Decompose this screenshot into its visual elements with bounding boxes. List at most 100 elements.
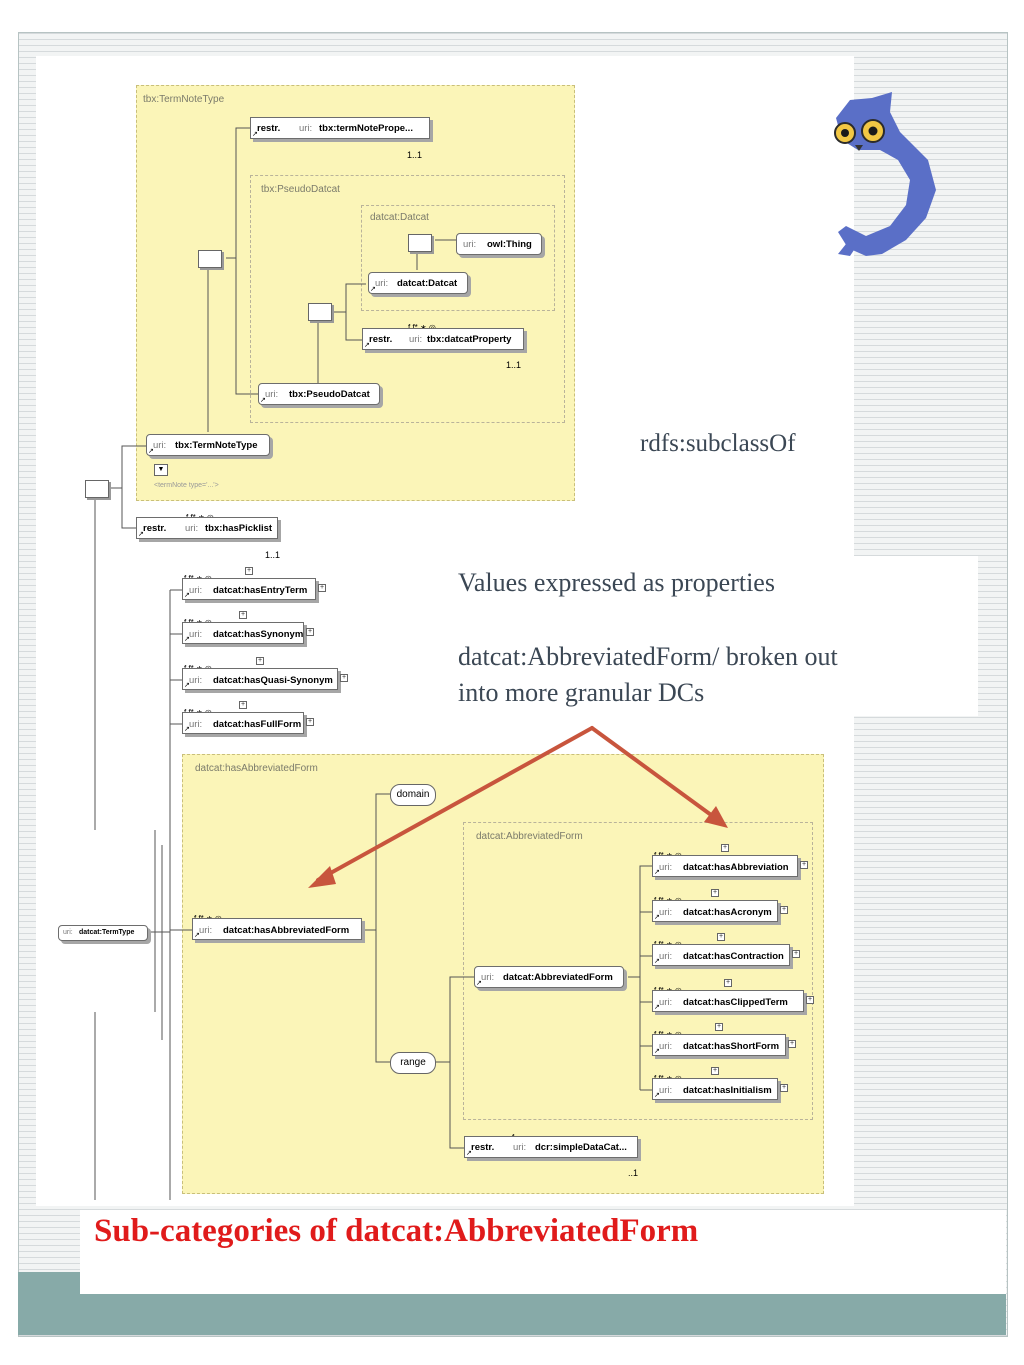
node-name: datcat:hasFullForm xyxy=(213,719,302,730)
node-abbreviated-form[interactable]: uri: datcat:AbbreviatedForm ↗ xyxy=(474,966,624,988)
group-label: datcat:AbbreviatedForm xyxy=(476,831,583,842)
link-arrow-icon: ↗ xyxy=(654,869,660,876)
domain-node[interactable]: domain xyxy=(390,784,436,806)
link-arrow-icon: ↗ xyxy=(364,342,370,349)
node-datcat[interactable]: uri: datcat:Datcat ↗ xyxy=(368,272,468,294)
uri-label: uri: xyxy=(659,862,673,873)
node-property[interactable]: uri:datcat:hasQuasi-Synonym↗ xyxy=(182,668,338,690)
node-name: datcat:hasInitialism xyxy=(683,1085,772,1096)
expand-icon[interactable]: + xyxy=(318,584,326,592)
uri-label: uri: xyxy=(375,278,389,289)
expand-icon[interactable]: ▼ xyxy=(154,464,168,476)
uri-label: uri: xyxy=(189,675,203,686)
expand-icon[interactable]: + xyxy=(780,906,788,914)
node-property[interactable]: uri:datcat:hasContraction↗ xyxy=(652,944,790,966)
expand-icon[interactable]: + xyxy=(717,933,725,941)
uri-label: uri: xyxy=(409,334,423,345)
group-label: tbx:PseudoDatcat xyxy=(261,184,340,195)
expand-icon[interactable]: + xyxy=(792,950,800,958)
node-name: datcat:hasShortForm xyxy=(683,1041,780,1052)
link-arrow-icon: ↗ xyxy=(654,1092,660,1099)
link-arrow-icon: ↗ xyxy=(184,636,190,643)
group-label: datcat:hasAbbreviatedForm xyxy=(195,763,318,774)
node-owl-thing[interactable]: uri: owl:Thing xyxy=(456,233,542,255)
expand-icon[interactable]: + xyxy=(245,567,253,575)
link-arrow-icon: ↗ xyxy=(194,932,200,939)
subclass-note: rdfs:subclassOf xyxy=(640,430,796,457)
expand-icon[interactable]: + xyxy=(340,674,348,682)
multiplicity: 1..1 xyxy=(506,360,522,370)
node-property[interactable]: uri:datcat:hasAcronym↗ xyxy=(652,900,778,922)
node-term-note-type[interactable]: uri: tbx:TermNoteType ↗ xyxy=(146,434,270,456)
group-label: datcat:Datcat xyxy=(370,212,429,223)
node-simple-data-cat[interactable]: restr. uri: dcr:simpleDataCat... ↗ xyxy=(464,1136,638,1158)
link-arrow-icon: ↗ xyxy=(184,726,190,733)
node-term-note-property[interactable]: restr. uri: tbx:termNotePrope... ↗ xyxy=(250,117,430,139)
subclass-note-box xyxy=(632,420,854,470)
sequence-compositor-icon[interactable] xyxy=(408,234,432,252)
expand-icon[interactable]: + xyxy=(788,1040,796,1048)
uri-label: uri: xyxy=(299,123,313,134)
node-name: tbx:TermNoteType xyxy=(175,440,258,451)
link-arrow-icon: ↗ xyxy=(252,131,258,138)
node-property[interactable]: uri: datcat:hasAbbreviation ↗ xyxy=(652,855,798,877)
node-name: datcat:hasClippedTerm xyxy=(683,997,788,1008)
abbrev-note-line1: datcat:AbbreviatedForm/ broken out xyxy=(458,642,838,671)
node-property[interactable]: uri: datcat:hasClippedTerm ↗ xyxy=(652,990,804,1012)
node-name: owl:Thing xyxy=(487,239,532,250)
node-name: datcat:hasQuasi-Synonym xyxy=(213,675,333,686)
expand-icon[interactable]: + xyxy=(800,861,808,869)
node-name: datcat:Datcat xyxy=(397,278,458,289)
expand-icon[interactable]: + xyxy=(239,701,247,709)
sequence-compositor-icon[interactable] xyxy=(85,480,109,498)
node-property[interactable]: uri: datcat:hasShortForm ↗ xyxy=(652,1034,786,1056)
expand-icon[interactable]: + xyxy=(780,1084,788,1092)
restr-label: restr. xyxy=(257,123,281,134)
link-arrow-icon: ↗ xyxy=(138,531,144,538)
expand-icon[interactable]: + xyxy=(724,979,732,987)
node-datcat-property[interactable]: restr. uri: tbx:datcatProperty ↗ xyxy=(362,328,524,350)
node-property[interactable]: uri: datcat:hasSynonym ↗ xyxy=(182,622,304,644)
multiplicity: ..1 xyxy=(628,1168,639,1178)
expand-icon[interactable]: + xyxy=(806,996,814,1004)
expand-icon[interactable]: + xyxy=(306,718,314,726)
expand-icon[interactable]: + xyxy=(256,657,264,665)
uri-label: uri: xyxy=(63,929,73,936)
expand-icon[interactable]: + xyxy=(306,628,314,636)
node-term-type[interactable]: uri: datcat:TermType xyxy=(58,925,148,941)
uri-label: uri: xyxy=(189,585,203,596)
sequence-compositor-icon[interactable] xyxy=(198,250,222,268)
multiplicity: 1..1 xyxy=(407,150,423,160)
node-has-abbreviated-form[interactable]: uri: datcat:hasAbbreviatedForm ↗ xyxy=(192,918,362,940)
uri-label: uri: xyxy=(189,629,203,640)
node-name: dcr:simpleDataCat... xyxy=(535,1142,627,1153)
expand-icon[interactable]: + xyxy=(711,889,719,897)
node-has-picklist[interactable]: restr. uri: tbx:hasPicklist ↗ xyxy=(136,517,278,539)
link-arrow-icon: ↗ xyxy=(370,286,376,293)
expand-icon[interactable]: + xyxy=(715,1023,723,1031)
uri-label: uri: xyxy=(659,997,673,1008)
node-property[interactable]: uri: datcat:hasInitialism ↗ xyxy=(652,1078,778,1100)
link-arrow-icon: ↗ xyxy=(654,1004,660,1011)
sequence-compositor-icon[interactable] xyxy=(308,303,332,321)
link-arrow-icon: ↗ xyxy=(654,1048,660,1055)
node-name: datcat:AbbreviatedForm xyxy=(503,972,613,983)
node-pseudo-datcat[interactable]: uri: tbx:PseudoDatcat ↗ xyxy=(258,383,380,405)
group-label: tbx:TermNoteType xyxy=(143,94,225,105)
expand-icon[interactable]: + xyxy=(239,611,247,619)
uri-label: uri: xyxy=(659,951,673,962)
uri-label: uri: xyxy=(659,1085,673,1096)
uri-label: uri: xyxy=(189,719,203,730)
expand-icon[interactable]: + xyxy=(711,1067,719,1075)
values-note-box xyxy=(450,556,978,716)
node-property[interactable]: uri: datcat:hasFullForm ↗ xyxy=(182,712,304,734)
range-node[interactable]: range xyxy=(390,1052,436,1074)
uri-label: uri: xyxy=(659,1041,673,1052)
node-name: tbx:hasPicklist xyxy=(205,523,273,534)
expand-icon[interactable]: + xyxy=(721,844,729,852)
node-name: datcat:hasSynonym xyxy=(213,629,304,640)
node-name: datcat:hasAbbreviation xyxy=(683,862,789,873)
node-name: tbx:PseudoDatcat xyxy=(289,389,370,400)
node-name: datcat:hasAcronym xyxy=(683,907,772,918)
node-property[interactable]: uri:datcat:hasEntryTerm↗ xyxy=(182,578,316,600)
